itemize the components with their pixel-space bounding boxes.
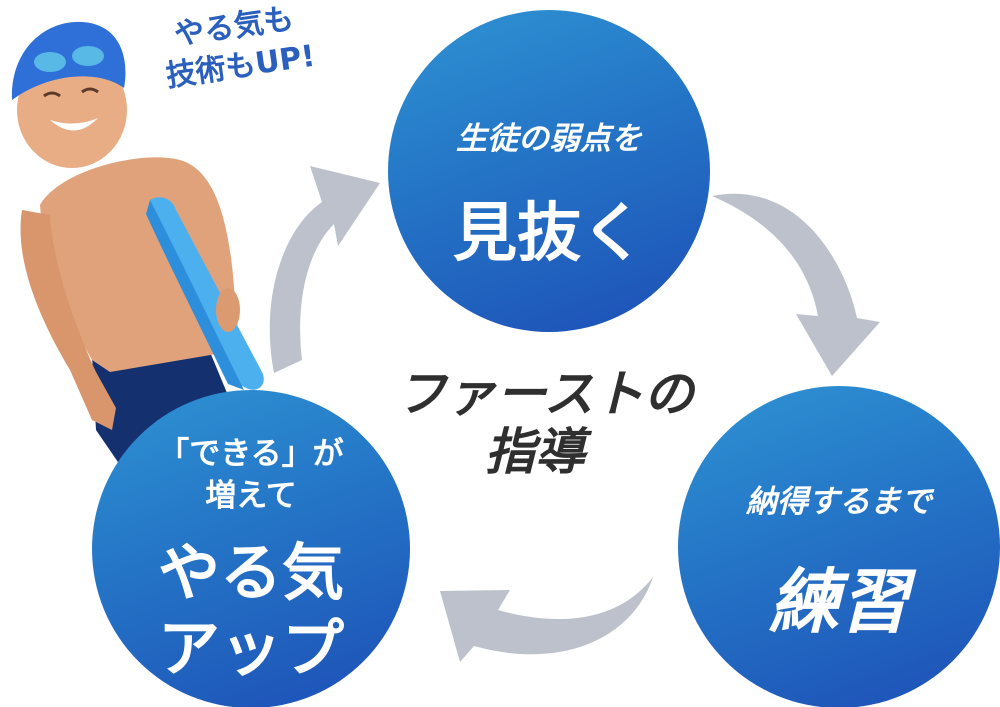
- step3-subtitle-1: 「できる」が: [158, 436, 344, 472]
- center-title-line-1: ファーストの: [396, 365, 694, 423]
- step-circle-practice: 納得するまで 練習: [678, 386, 1000, 707]
- arrow-up-right-icon: [269, 166, 380, 373]
- step1-subtitle: 生徒の弱点を: [456, 121, 642, 157]
- step-circle-motivation: 「できる」が 増えて やる気 アップ: [92, 390, 410, 707]
- child-swimmer-image: [11, 21, 264, 465]
- step1-title: 見抜く: [453, 197, 645, 271]
- arrow-right-down-icon: [712, 193, 880, 376]
- step3-subtitle-2: 増えて: [205, 478, 297, 514]
- step2-subtitle: 納得するまで: [746, 484, 932, 520]
- step3-title-2: アップ: [157, 612, 344, 685]
- step3-title-1: やる気: [157, 536, 344, 609]
- center-title: ファーストの 指導: [380, 365, 710, 481]
- step-circle-find-weakness: 生徒の弱点を 見抜く: [388, 10, 710, 332]
- arrow-left-icon: [440, 577, 653, 662]
- step2-title: 練習: [769, 561, 909, 643]
- center-title-line-2: 指導: [485, 423, 585, 481]
